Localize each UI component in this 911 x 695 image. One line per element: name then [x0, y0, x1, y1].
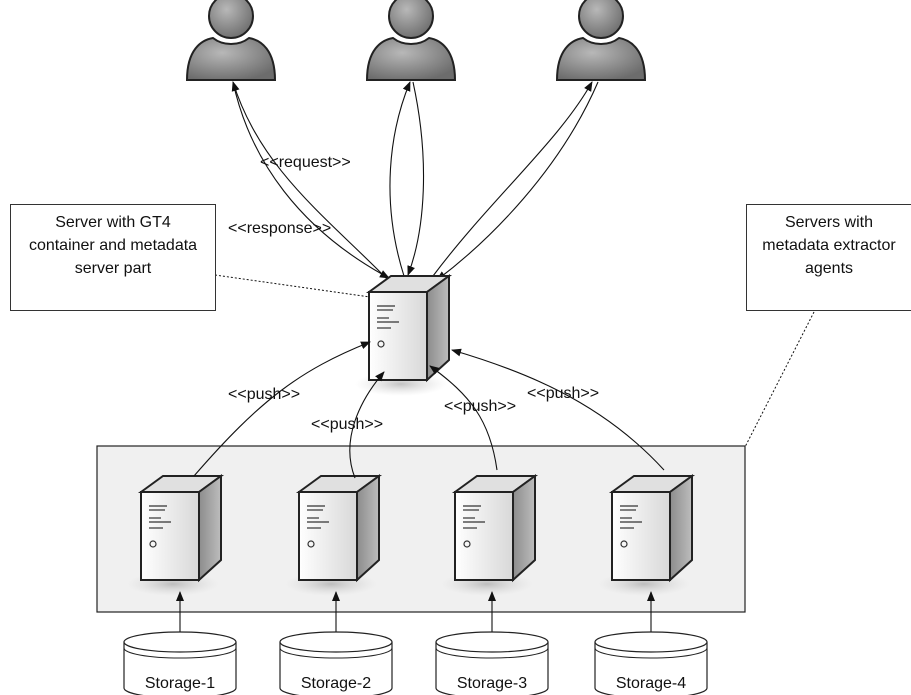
storage-4-label: Storage-4 [616, 675, 686, 692]
push-edge-4 [451, 348, 665, 471]
request-edge-3 [432, 81, 593, 277]
push-label-3: <<push>> [444, 398, 516, 415]
request-label: <<request>> [260, 154, 351, 171]
storage-server-2-icon [284, 475, 380, 597]
storage-server-3-icon [440, 475, 536, 597]
storage-2-label: Storage-2 [301, 675, 371, 692]
push-label-1: <<push>> [228, 386, 300, 403]
user-icon [556, 0, 646, 81]
user-icon [366, 0, 456, 81]
right-note-connector [744, 311, 815, 448]
push-label-4: <<push>> [527, 385, 599, 402]
response-label: <<response>> [228, 220, 331, 237]
left-note-line-1: Server with GT4 [55, 214, 171, 231]
request-edge-2 [389, 81, 411, 277]
right-note-line-3: agents [804, 260, 854, 277]
storage-1-label: Storage-1 [145, 675, 215, 692]
storage-server-1-icon [126, 475, 222, 597]
storage-server-4-icon [597, 475, 693, 597]
left-note-line-2: container and metadata [28, 237, 198, 254]
push-label-2: <<push>> [311, 416, 383, 433]
response-edge-3 [436, 81, 599, 281]
user-icon [186, 0, 276, 81]
push-edge-1 [193, 341, 371, 477]
request-edge-1 [231, 81, 392, 284]
left-note-connector [214, 274, 371, 298]
central-server-icon [354, 275, 450, 397]
push-edge-3 [429, 365, 498, 471]
storage-3-label: Storage-3 [457, 675, 527, 692]
left-note-line-3: server part [74, 260, 152, 277]
push-edge-2 [349, 371, 385, 479]
left-note: Server with GT4 container and metadata s… [10, 204, 216, 311]
right-note-line-2: metadata extractor [762, 237, 896, 254]
right-note-line-1: Servers with [784, 214, 874, 231]
response-edge-1 [232, 81, 390, 279]
right-note: Servers with metadata extractor agents [746, 204, 911, 311]
response-edge-2 [407, 81, 425, 276]
